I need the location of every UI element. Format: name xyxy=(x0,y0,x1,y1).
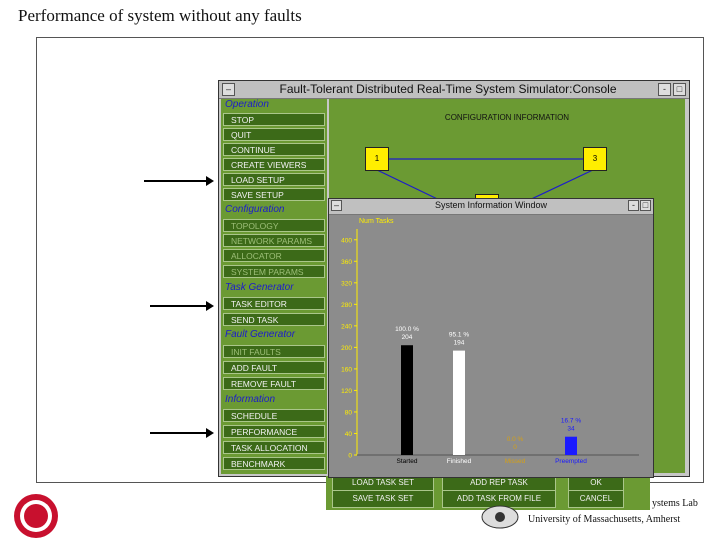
y-tick-label: 80 xyxy=(345,409,353,416)
create-viewers-button[interactable]: CREATE VIEWERS xyxy=(223,158,325,171)
y-tick-label: 160 xyxy=(341,366,352,373)
console-title: Fault-Tolerant Distributed Real-Time Sys… xyxy=(279,82,617,96)
slide-title: Performance of system without any faults xyxy=(18,6,302,25)
y-tick-label: 280 xyxy=(341,302,352,309)
section-label-fault-generator: Fault Generator xyxy=(225,329,296,340)
window-menu-icon[interactable]: – xyxy=(331,200,342,211)
lab-logo xyxy=(481,505,519,529)
y-tick-label: 200 xyxy=(341,345,352,352)
bar-percent-label: 16.7 % xyxy=(561,418,581,425)
pointer-arrow-performance xyxy=(150,428,214,438)
y-tick-label: 40 xyxy=(345,431,353,438)
y-tick-label: 400 xyxy=(341,237,352,244)
y-tick-label: 320 xyxy=(341,280,352,287)
y-tick-label: 360 xyxy=(341,259,352,266)
remove-fault-button[interactable]: REMOVE FAULT xyxy=(223,377,325,390)
save-setup-button[interactable]: SAVE SETUP xyxy=(223,188,325,201)
y-tick-label: 120 xyxy=(341,388,352,395)
category-label: Started xyxy=(397,458,418,465)
bar-value-label: 194 xyxy=(454,340,465,347)
allocator-button[interactable]: ALLOCATOR xyxy=(223,249,325,262)
window-menu-icon[interactable]: – xyxy=(222,83,235,96)
continue-button[interactable]: CONTINUE xyxy=(223,143,325,156)
footer-lab-name: ystems Lab xyxy=(652,498,698,509)
bar-value-label: 34 xyxy=(567,426,575,433)
system-information-window: – System Information Window - □ Num Task… xyxy=(328,198,654,478)
quit-button[interactable]: QUIT xyxy=(223,128,325,141)
add-fault-button[interactable]: ADD FAULT xyxy=(223,361,325,374)
add-task-from-file-button[interactable]: ADD TASK FROM FILE xyxy=(442,490,556,508)
pointer-arrow-task-editor xyxy=(150,301,214,311)
save-task-set-button[interactable]: SAVE TASK SET xyxy=(332,490,434,508)
load-setup-button[interactable]: LOAD SETUP xyxy=(223,173,325,186)
maximize-button[interactable]: □ xyxy=(640,200,651,211)
y-tick-label: 0 xyxy=(348,453,352,460)
bar-percent-label: 100.0 % xyxy=(395,326,419,333)
y-axis-label: Num Tasks xyxy=(359,218,394,225)
bar-percent-label: 0.0 % xyxy=(507,436,524,443)
info-window-title: System Information Window xyxy=(434,200,548,210)
init-faults-button[interactable]: INIT FAULTS xyxy=(223,345,325,358)
topology-node-3[interactable]: 3 xyxy=(583,147,607,171)
system-params-button[interactable]: SYSTEM PARAMS xyxy=(223,265,325,278)
cancel-button[interactable]: CANCEL xyxy=(568,490,624,508)
section-label-operation: Operation xyxy=(225,99,269,110)
schedule-button[interactable]: SCHEDULE xyxy=(223,409,325,422)
minimize-button[interactable]: - xyxy=(628,200,639,211)
university-seal-logo xyxy=(14,494,58,538)
network-params-button[interactable]: NETWORK PARAMS xyxy=(223,234,325,247)
category-label: Finished xyxy=(447,458,472,465)
task-allocation-button[interactable]: TASK ALLOCATION xyxy=(223,441,325,454)
benchmark-button[interactable]: BENCHMARK xyxy=(223,457,325,470)
console-titlebar[interactable]: – Fault-Tolerant Distributed Real-Time S… xyxy=(219,81,689,99)
section-label-configuration: Configuration xyxy=(225,204,285,215)
stop-button[interactable]: STOP xyxy=(223,113,325,126)
bar-value-label: 0 xyxy=(513,444,517,451)
configuration-title: CONFIGURATION INFORMATION xyxy=(444,113,570,122)
send-task-button[interactable]: SEND TASK xyxy=(223,313,325,326)
footer-university: University of Massachusetts, Amherst xyxy=(528,514,681,525)
bar-percent-label: 95.1 % xyxy=(449,332,469,339)
info-window-titlebar[interactable]: – System Information Window - □ xyxy=(329,199,653,215)
category-label: Preempted xyxy=(555,458,587,465)
y-tick-label: 240 xyxy=(341,323,352,330)
category-label: Missed xyxy=(505,458,526,465)
task-editor-button[interactable]: TASK EDITOR xyxy=(223,297,325,310)
bar-finished xyxy=(453,350,465,455)
bar-started xyxy=(401,345,413,455)
maximize-button[interactable]: □ xyxy=(673,83,686,96)
section-label-task-generator: Task Generator xyxy=(225,282,294,293)
bar-value-label: 204 xyxy=(402,334,413,341)
pointer-arrow-load-setup xyxy=(144,176,214,186)
performance-bar-chart: Num Tasks 0 40 80 120 160 200 240 280 320 360 400 10… xyxy=(341,218,639,465)
performance-button[interactable]: PERFORMANCE xyxy=(223,425,325,438)
minimize-button[interactable]: - xyxy=(658,83,671,96)
bar-preempted xyxy=(565,436,577,455)
topology-node-1[interactable]: 1 xyxy=(365,147,389,171)
bottom-button-bar: LOAD TASK SET ADD REP TASK OK SAVE TASK … xyxy=(326,474,650,510)
topology-button[interactable]: TOPOLOGY xyxy=(223,219,325,232)
section-label-information: Information xyxy=(225,394,276,405)
